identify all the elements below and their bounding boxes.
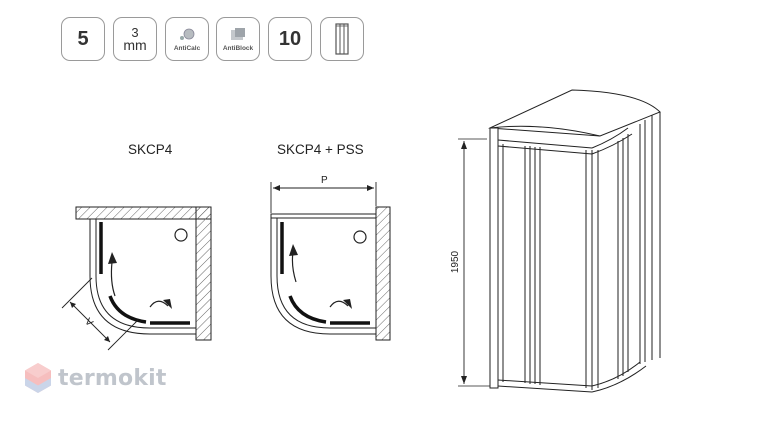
glass-thickness-value: 3 <box>131 25 139 40</box>
right-diagram-title: SKCP4 + PSS <box>277 142 364 157</box>
left-drain-icon <box>174 228 188 242</box>
antiblock-caption: AntiBlock <box>222 44 254 52</box>
left-wall-top <box>75 206 212 220</box>
left-dimension-v-line <box>69 301 111 343</box>
watermark-text: termokit <box>58 365 167 391</box>
anticalc-icon <box>180 28 195 40</box>
enclosure-3d-view <box>458 89 661 393</box>
left-slide-arrow-2 <box>149 300 169 308</box>
glass-thickness-unit: mm <box>123 37 147 53</box>
anticalc-badge: AntiCalc <box>165 17 209 61</box>
years-badge: 5 <box>61 17 105 61</box>
left-slide-arrow-1 <box>110 261 116 297</box>
left-diagram-title: SKCP4 <box>128 142 173 157</box>
years-value: 5 <box>77 27 89 50</box>
right-slide-arrow-1 <box>291 251 297 283</box>
left-wall-right <box>195 206 212 341</box>
dimension-p-label: P <box>321 175 328 186</box>
left-plan-view <box>61 206 212 351</box>
antiblock-icon <box>231 27 245 40</box>
hexagon-logo-icon <box>25 363 51 393</box>
height-dimension-label: 1950 <box>450 250 461 273</box>
dimension-v-label: V <box>82 316 95 329</box>
right-drain-icon <box>353 230 367 244</box>
glass-thickness-badge: 3 mm <box>113 17 157 61</box>
right-wall <box>375 206 391 341</box>
profile-badge <box>320 17 364 61</box>
watermark: termokit <box>24 362 167 394</box>
right-plan-view <box>270 182 391 341</box>
antiblock-badge: AntiBlock <box>216 17 260 61</box>
warranty-value: 10 <box>278 27 302 50</box>
warranty-badge: 10 <box>268 17 312 61</box>
profile-icon <box>335 23 349 55</box>
anticalc-caption: AntiCalc <box>173 44 201 52</box>
right-slide-arrow-2 <box>329 300 349 308</box>
